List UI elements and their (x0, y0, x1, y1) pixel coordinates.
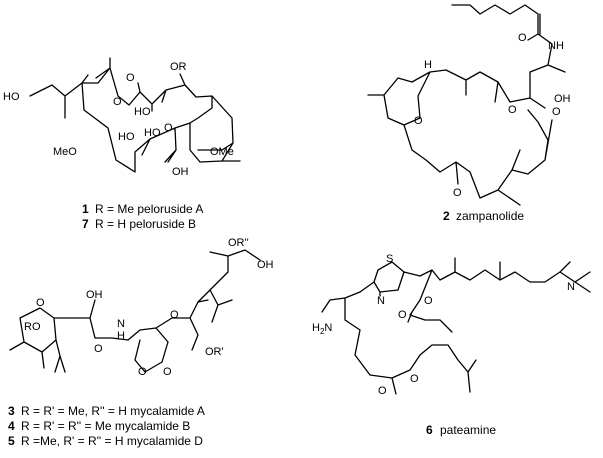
zampanolide-atom-nh: NH (548, 40, 564, 52)
pateamine-caption: 6 pateamine (426, 423, 496, 437)
pateamine-atom-o-ester: O (424, 295, 433, 307)
mycalamide-atom-o-ring1: O (36, 297, 45, 309)
mycalamide-atom-or2: OR'' (228, 237, 249, 249)
zampanolide-bonds (367, 4, 566, 206)
mycalamide-atom-or1: OR' (205, 346, 224, 358)
svg-text:pateamine: pateamine (440, 423, 496, 437)
mycalamide-bonds (9, 249, 261, 373)
mycalamide-atom-oh-top: OH (257, 259, 274, 271)
zampanolide-atom-h: H (424, 59, 432, 71)
svg-text:6: 6 (426, 423, 433, 437)
pateamine-atom-n-thiazole: N (377, 295, 385, 307)
svg-text:R = Me peloruside A: R = Me peloruside A (95, 202, 203, 216)
peloruside-atom-o-ring: O (164, 122, 173, 134)
svg-text:2: 2 (443, 209, 450, 223)
svg-text:5: 5 (8, 434, 15, 448)
pateamine-atom-s: S (386, 253, 393, 265)
svg-text:R =Me, R' = R'' = H mycalamid: R =Me, R' = R'' = H mycalamide D (21, 434, 203, 448)
pateamine-atom-n-amine: N (567, 281, 575, 293)
svg-text:R = H peloruside B: R = H peloruside B (95, 217, 196, 231)
svg-text:1: 1 (82, 202, 89, 216)
peloruside-atom-o-carbonyl: O (126, 72, 135, 84)
peloruside-atom-oh: OH (172, 166, 189, 178)
zampanolide-atom-o-amide: O (518, 32, 527, 44)
svg-text:3: 3 (8, 404, 15, 418)
zampanolide-structure: H O O NH OH O O O 2 zampanolide (367, 4, 571, 223)
mycalamide-caption-5: 5 R =Me, R' = R'' = H mycalamide D (8, 434, 203, 448)
mycalamide-atom-o-acetal2: O (163, 366, 172, 378)
pateamine-bonds (321, 257, 591, 395)
mycalamide-caption-3: 3 R = R' = Me, R'' = H mycalamide A (8, 404, 205, 418)
peloruside-atom-ome: OMe (210, 146, 234, 158)
mycalamide-atom-o-acetal1: O (138, 366, 147, 378)
peloruside-caption-7: 7 R = H peloruside B (82, 217, 196, 231)
pateamine-atom-h2n: H2N (312, 322, 332, 336)
peloruside-atom-o-ester: O (113, 96, 122, 108)
mycalamide-atom-h: H (117, 330, 125, 342)
peloruside-caption-1: 1 R = Me peloruside A (82, 202, 203, 216)
mycalamide-structure: RO O OH O N H O O O OR' OR'' OH 3 R = R'… (8, 237, 274, 448)
zampanolide-atom-oh: OH (554, 93, 571, 105)
mycalamide-atom-o-ring2: O (170, 309, 179, 321)
svg-text:R = R' = Me, R'' = H mycalami: R = R' = Me, R'' = H mycalamide A (21, 404, 205, 418)
peloruside-atom-ho-b: HO (118, 131, 135, 143)
svg-text:zampanolide: zampanolide (456, 209, 524, 223)
svg-text:4: 4 (8, 419, 15, 433)
pateamine-atom-o-carbonyl2: O (378, 385, 387, 397)
mycalamide-atom-n: N (117, 318, 125, 330)
zampanolide-atom-o-lactone: O (552, 106, 561, 118)
peloruside-atom-meo: MeO (53, 146, 77, 158)
pateamine-atom-o-carbonyl: O (398, 309, 407, 321)
zampanolide-atom-o-ketone: O (453, 187, 462, 199)
peloruside-atom-ho-a: HO (134, 106, 151, 118)
zampanolide-atom-o-ring: O (414, 115, 423, 127)
peloruside-structure: HO OR O O HO HO HO O MeO OMe OH 1 R = Me… (3, 57, 241, 231)
mycalamide-atom-ro: RO (24, 321, 41, 333)
svg-text:7: 7 (82, 217, 89, 231)
peloruside-bonds (29, 57, 241, 173)
pateamine-structure: S N H2N O O O O N 6 pateamine (312, 253, 591, 437)
svg-text:R = R' = R'' = Me mycal: R = R' = R'' = Me mycalamide B (21, 419, 190, 433)
zampanolide-caption: 2 zampanolide (443, 209, 524, 223)
pateamine-atom-o-lactone: O (410, 373, 419, 385)
peloruside-atom-ho-c: HO (144, 127, 161, 139)
zampanolide-atom-o-ester: O (508, 104, 517, 116)
mycalamide-atom-o-amide: O (94, 343, 103, 355)
peloruside-atom-ho: HO (3, 91, 20, 103)
peloruside-atom-or: OR (170, 61, 187, 73)
mycalamide-atom-oh: OH (86, 289, 103, 301)
mycalamide-caption-4: 4 R = R' = R'' = Me mycalamide B (8, 419, 190, 433)
